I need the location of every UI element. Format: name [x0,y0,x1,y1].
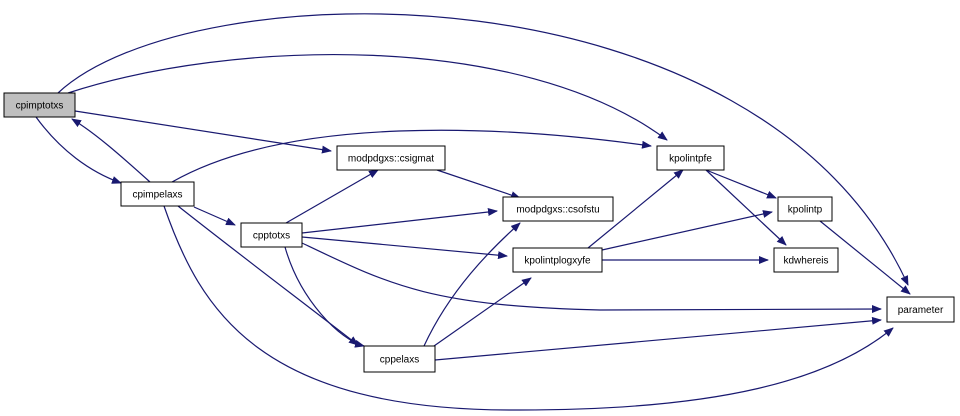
edge-kpolintplogxyfe-to-kpolintpfe [587,169,684,249]
node-label-csigmat: modpdgxs::csigmat [348,154,434,165]
edge-cpimptotxs-to-parameter [57,13,909,286]
node-label-kpolintp: kpolintp [788,205,823,216]
edge-kpolintp-to-parameter [819,220,911,295]
edge-csigmat-to-csofstu [436,169,521,199]
node-box-kpolintpfe[interactable] [656,145,725,171]
node-csigmat[interactable]: modpdgxs::csigmat [336,145,446,171]
node-label-parameter: parameter [898,305,944,316]
node-label-kpolintplogxyfe: kpolintplogxyfe [524,256,591,267]
edge-cppelaxs-to-kpolintplogxyfe [433,277,532,347]
node-box-cppelaxs[interactable] [363,345,436,373]
node-kdwhereis[interactable]: kdwhereis [773,247,839,273]
node-box-csigmat[interactable] [336,145,446,171]
edge-cpimpelaxs-to-cppelaxs [177,205,359,346]
edge-cpimptotxs-to-kpolintpfe [67,54,668,141]
edge-cpimpelaxs-to-cpimptotxs [71,118,151,183]
node-label-kdwhereis: kdwhereis [783,256,828,267]
nodes-layer: cpimptotxs cpimpelaxs cpptotxs cppelaxs modp… [3,92,955,373]
node-cpptotxs[interactable]: cpptotxs [240,222,303,248]
edge-cpptotxs-to-csigmat [285,169,379,224]
node-label-cpptotxs: cpptotxs [253,231,290,242]
edge-cpimpelaxs-to-cpptotxs [193,206,236,226]
edge-cppelaxs-to-csofstu [423,222,521,347]
node-parameter[interactable]: parameter [886,296,955,323]
edge-cpimptotxs-to-cpimpelaxs [35,116,122,184]
edges-layer [35,13,911,411]
edge-kpolintplogxyfe-to-kpolintp [601,210,773,251]
node-kpolintp[interactable]: kpolintp [777,196,833,222]
edge-cpptotxs-to-parameter [301,242,882,314]
edge-cpptotxs-to-kpolintplogxyfe [301,236,508,260]
node-label-csofstu: modpdgxs::csofstu [516,205,599,216]
node-label-cppelaxs: cppelaxs [380,355,419,366]
edge-cpimpelaxs-to-kpolintpfe [171,129,652,183]
node-box-parameter[interactable] [886,296,955,323]
edge-cpptotxs-to-cppelaxs [284,246,365,348]
node-box-cpimptotxs[interactable] [3,92,76,118]
node-box-cpptotxs[interactable] [240,222,303,248]
node-csofstu[interactable]: modpdgxs::csofstu [502,196,614,222]
node-label-cpimptotxs: cpimptotxs [16,101,64,112]
node-kpolintplogxyfe[interactable]: kpolintplogxyfe [512,247,603,273]
edge-cppelaxs-to-parameter [434,316,882,361]
node-box-kdwhereis[interactable] [773,247,839,273]
node-box-kpolintp[interactable] [777,196,833,222]
edge-kpolintpfe-to-kdwhereis [705,169,787,246]
edge-cpimpelaxs-to-parameter [163,205,894,411]
node-box-kpolintplogxyfe[interactable] [512,247,603,273]
node-label-cpimpelaxs: cpimpelaxs [132,190,182,201]
edge-cpptotxs-to-csofstu [301,208,498,234]
edge-kpolintpfe-to-kpolintp [705,169,777,199]
node-box-cpimpelaxs[interactable] [120,181,195,207]
node-cpimpelaxs[interactable]: cpimpelaxs [120,181,195,207]
node-cppelaxs[interactable]: cppelaxs [363,345,436,373]
node-label-kpolintpfe: kpolintpfe [669,154,712,165]
node-cpimptotxs[interactable]: cpimptotxs [3,92,76,118]
node-box-csofstu[interactable] [502,196,614,222]
edge-cpimptotxs-to-csigmat [74,110,332,154]
node-kpolintpfe[interactable]: kpolintpfe [656,145,725,171]
